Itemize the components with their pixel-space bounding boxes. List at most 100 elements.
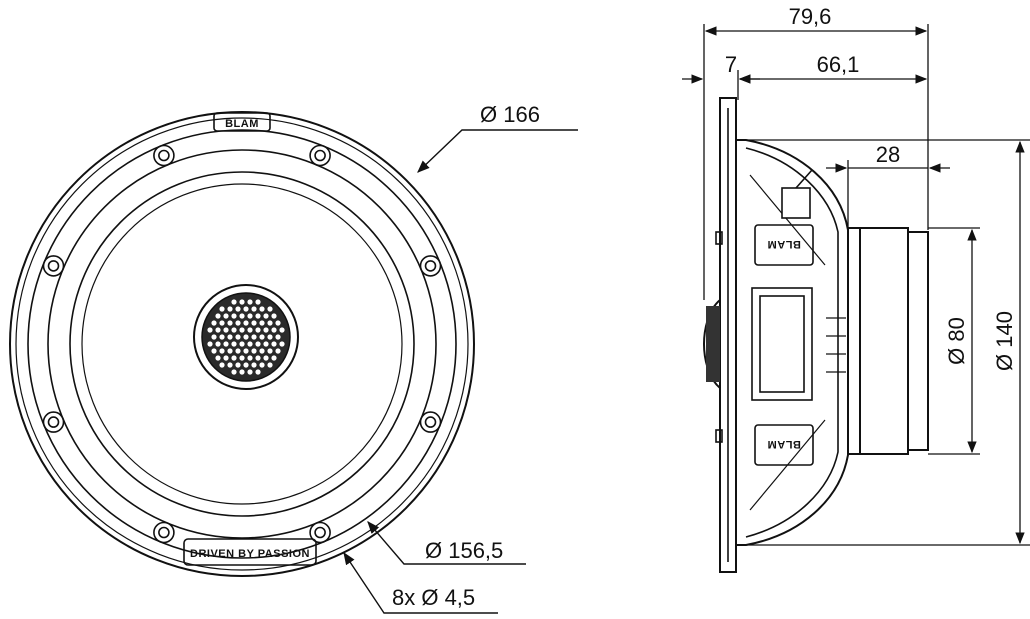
grille-hole [247,313,253,319]
mounting-hole [419,255,442,277]
dim-magnet-diameter: Ø 80 [944,317,969,365]
grille-hole [251,306,257,312]
grille-hole [263,341,269,347]
grille-hole [255,369,261,375]
grille-hole [267,334,273,340]
grille-hole [243,348,249,354]
grille-hole [243,306,249,312]
basket-brand-plate-bottom [754,424,814,466]
ring-outer-circle [27,129,457,559]
grille-hole [239,355,245,361]
grille-hole [231,341,237,347]
grille-hole [267,320,273,326]
mounting-hole-inner [47,260,60,272]
grille-hole [211,334,217,340]
mounting-hole [153,521,175,544]
grille-hole [239,299,245,305]
dim-outer-diameter: Ø 166 [480,102,540,127]
flange-tab-top [715,231,723,245]
grille-hole [247,369,253,375]
basket-brand-text-bottom: BLAM [767,438,801,450]
grille-hole [263,355,269,361]
grille-hole [219,362,225,368]
grille-hole [227,306,233,312]
mounting-hole-inner [47,416,60,428]
tweeter-outer [193,284,299,390]
dim-hole-diameter: 8x Ø 4,5 [392,585,475,610]
grille-hole [255,299,261,305]
leader-outer-diameter [417,129,578,173]
grille-hole [207,341,213,347]
dim-cutout-diameter: Ø 140 [992,311,1017,371]
grille-hole [207,327,213,333]
side-view [702,97,929,573]
grille-hole [235,334,241,340]
mounting-hole-inner [424,416,437,428]
dim-body-depth: 66,1 [817,52,860,77]
basket-brand-text-top: BLAM [767,238,801,250]
grille-hole [211,320,217,326]
grille-hole [219,320,225,326]
tagline-plate [183,538,317,566]
mounting-hole-inner [158,149,170,162]
basket-window-inner [759,295,805,393]
grille-hole [247,327,253,333]
dim-ring-diameter: Ø 156,5 [425,538,503,563]
grille-hole [235,320,241,326]
grille-hole [227,320,233,326]
grille-hole [227,362,233,368]
magnet-front-plate [847,227,861,455]
mounting-hole [419,411,442,433]
grille-hole [275,348,281,354]
tweeter-grille-pattern [207,299,285,375]
grille-hole [267,362,273,368]
grille-hole [259,362,265,368]
frame-inner-circle [15,117,469,571]
brand-plate-top [213,112,271,132]
grille-hole [235,348,241,354]
grille-hole [227,334,233,340]
mounting-hole [42,255,65,277]
grille-hole [239,313,245,319]
mounting-holes [42,144,442,544]
mounting-hole [153,144,175,167]
grille-hole [251,362,257,368]
terminal-detail [795,169,813,189]
grille-hole [255,313,261,319]
grille-hole [219,348,225,354]
grille-hole [235,306,241,312]
basket-brand-plate-top [754,224,814,266]
basket-window [751,287,813,401]
dim-flange: 7 [725,52,737,77]
grille-hole [279,327,285,333]
grille-hole [259,348,265,354]
tagline-text: DRIVEN BY PASSION [190,548,310,560]
grille-hole [231,369,237,375]
grille-hole [247,299,253,305]
grille-hole [231,299,237,305]
mounting-hole [309,521,331,544]
mounting-hole-inner [314,526,326,539]
grille-hole [219,306,225,312]
grille-hole [271,355,277,361]
grille-hole [251,334,257,340]
terminal-block [781,187,811,219]
mounting-hole [309,144,331,167]
grille-hole [263,313,269,319]
grille-hole [231,327,237,333]
grille-hole [215,327,221,333]
grille-hole [231,313,237,319]
grille-hole [275,320,281,326]
grille-hole [239,369,245,375]
grille-hole [243,362,249,368]
grille-hole [247,355,253,361]
grille-hole [251,348,257,354]
outer-frame-circle [9,111,475,577]
grille-hole [255,327,261,333]
surround-circle [69,171,415,517]
grille-hole [215,355,221,361]
grille-hole [255,355,261,361]
grille-hole [279,341,285,347]
basket-ribs [749,174,846,511]
